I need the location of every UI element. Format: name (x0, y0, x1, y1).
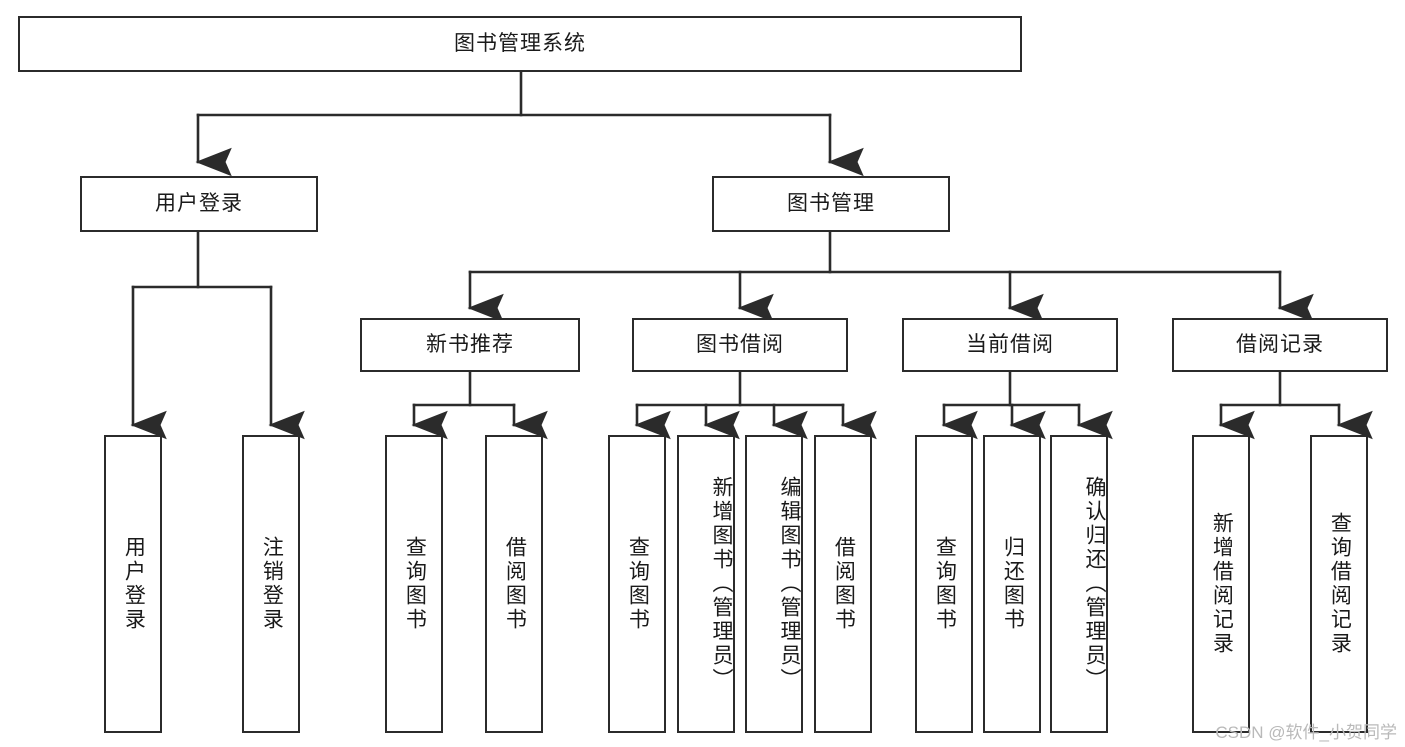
leaf-borrow-book-1[interactable]: 借阅图书 (485, 435, 543, 733)
leaf-add-book-label: 新增图书（管理员） (710, 476, 733, 692)
leaf-edit-book[interactable]: 编辑图书（管理员） (745, 435, 803, 733)
node-new-book-recommend[interactable]: 新书推荐 (360, 318, 580, 372)
node-book-borrow-label: 图书借阅 (696, 332, 784, 356)
leaf-query-record-label: 查询借阅记录 (1328, 512, 1352, 656)
leaf-query-book-2[interactable]: 查询图书 (608, 435, 666, 733)
node-current-borrow-label: 当前借阅 (966, 332, 1054, 356)
leaf-query-book-1[interactable]: 查询图书 (385, 435, 443, 733)
node-book-manage[interactable]: 图书管理 (712, 176, 950, 232)
node-current-borrow[interactable]: 当前借阅 (902, 318, 1118, 372)
node-new-book-recommend-label: 新书推荐 (426, 332, 514, 356)
node-borrow-record[interactable]: 借阅记录 (1172, 318, 1388, 372)
leaf-query-book-3-label: 查询图书 (933, 536, 957, 632)
leaf-borrow-book-2[interactable]: 借阅图书 (814, 435, 872, 733)
leaf-add-book[interactable]: 新增图书（管理员） (677, 435, 735, 733)
node-user-login[interactable]: 用户登录 (80, 176, 318, 232)
node-book-borrow[interactable]: 图书借阅 (632, 318, 848, 372)
leaf-add-record-label: 新增借阅记录 (1210, 512, 1234, 656)
node-root-label: 图书管理系统 (454, 31, 586, 55)
leaf-query-book-1-label: 查询图书 (403, 536, 427, 632)
leaf-borrow-book-2-label: 借阅图书 (832, 536, 856, 632)
leaf-user-login-label: 用户登录 (122, 536, 146, 632)
leaf-edit-book-label: 编辑图书（管理员） (778, 476, 801, 692)
leaf-user-login[interactable]: 用户登录 (104, 435, 162, 733)
leaf-return-book[interactable]: 归还图书 (983, 435, 1041, 733)
leaf-query-book-2-label: 查询图书 (626, 536, 650, 632)
leaf-logout[interactable]: 注销登录 (242, 435, 300, 733)
watermark: CSDN @软件_小贺同学 (1215, 723, 1397, 742)
leaf-add-record[interactable]: 新增借阅记录 (1192, 435, 1250, 733)
leaf-query-record[interactable]: 查询借阅记录 (1310, 435, 1368, 733)
node-user-login-label: 用户登录 (155, 191, 243, 215)
leaf-query-book-3[interactable]: 查询图书 (915, 435, 973, 733)
node-root[interactable]: 图书管理系统 (18, 16, 1022, 72)
leaf-logout-label: 注销登录 (260, 536, 284, 632)
node-book-manage-label: 图书管理 (787, 191, 875, 215)
leaf-return-book-label: 归还图书 (1001, 536, 1025, 632)
leaf-borrow-book-1-label: 借阅图书 (503, 536, 527, 632)
node-borrow-record-label: 借阅记录 (1236, 332, 1324, 356)
leaf-confirm-return[interactable]: 确认归还（管理员） (1050, 435, 1108, 733)
leaf-confirm-return-label: 确认归还（管理员） (1083, 476, 1106, 692)
